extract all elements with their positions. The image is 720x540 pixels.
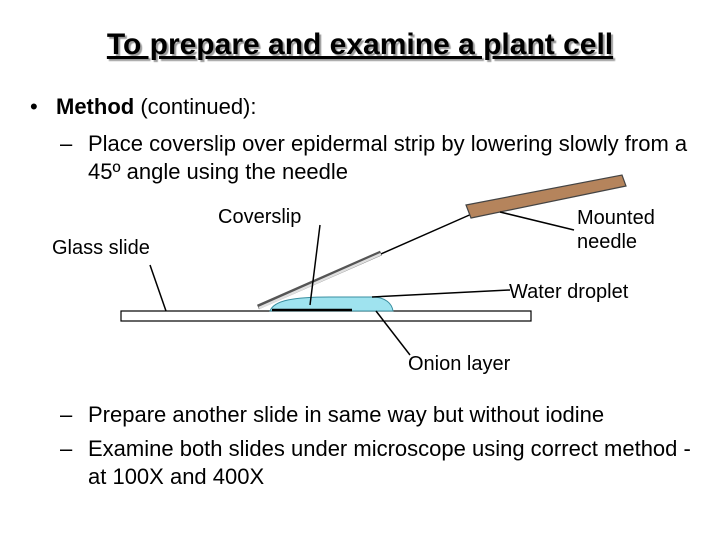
dash-glyph: – (60, 402, 73, 427)
step-text: Examine both slides under microscope usi… (88, 436, 691, 489)
pointer-needle (499, 211, 575, 231)
step-examine: – Examine both slides under microscope u… (60, 435, 700, 491)
bullet-glyph: • (30, 94, 38, 119)
method-heading-rest: (continued): (134, 94, 257, 119)
label-onion-layer: Onion layer (408, 353, 511, 375)
step-coverslip: – Place coverslip over epidermal strip b… (60, 130, 700, 186)
dash-glyph: – (60, 131, 73, 156)
method-heading: Method (56, 94, 135, 119)
pointer-water (371, 289, 511, 298)
needle-handle (465, 174, 627, 219)
label-glass-slide: Glass slide (52, 237, 150, 259)
glass-slide (120, 310, 532, 322)
pointer-glass-slide (149, 264, 167, 312)
label-coverslip: Coverslip (218, 206, 302, 228)
needle-wire (380, 212, 475, 255)
pointer-coverslip (309, 224, 321, 306)
coverslip-highlight (258, 252, 382, 310)
label-mounted-needle: Mounted needle (577, 207, 655, 253)
pointer-onion (375, 310, 411, 356)
step-second-slide: – Prepare another slide in same way but … (60, 401, 700, 429)
method-bullet: • Method (continued): (30, 94, 257, 120)
label-water-droplet: Water droplet (509, 281, 629, 303)
water-droplet (269, 296, 394, 312)
slide-title: To prepare and examine a plant cell (106, 28, 614, 61)
dash-glyph: – (60, 436, 73, 461)
step-text: Place coverslip over epidermal strip by … (88, 131, 688, 184)
step-text: Prepare another slide in same way but wi… (88, 402, 605, 427)
